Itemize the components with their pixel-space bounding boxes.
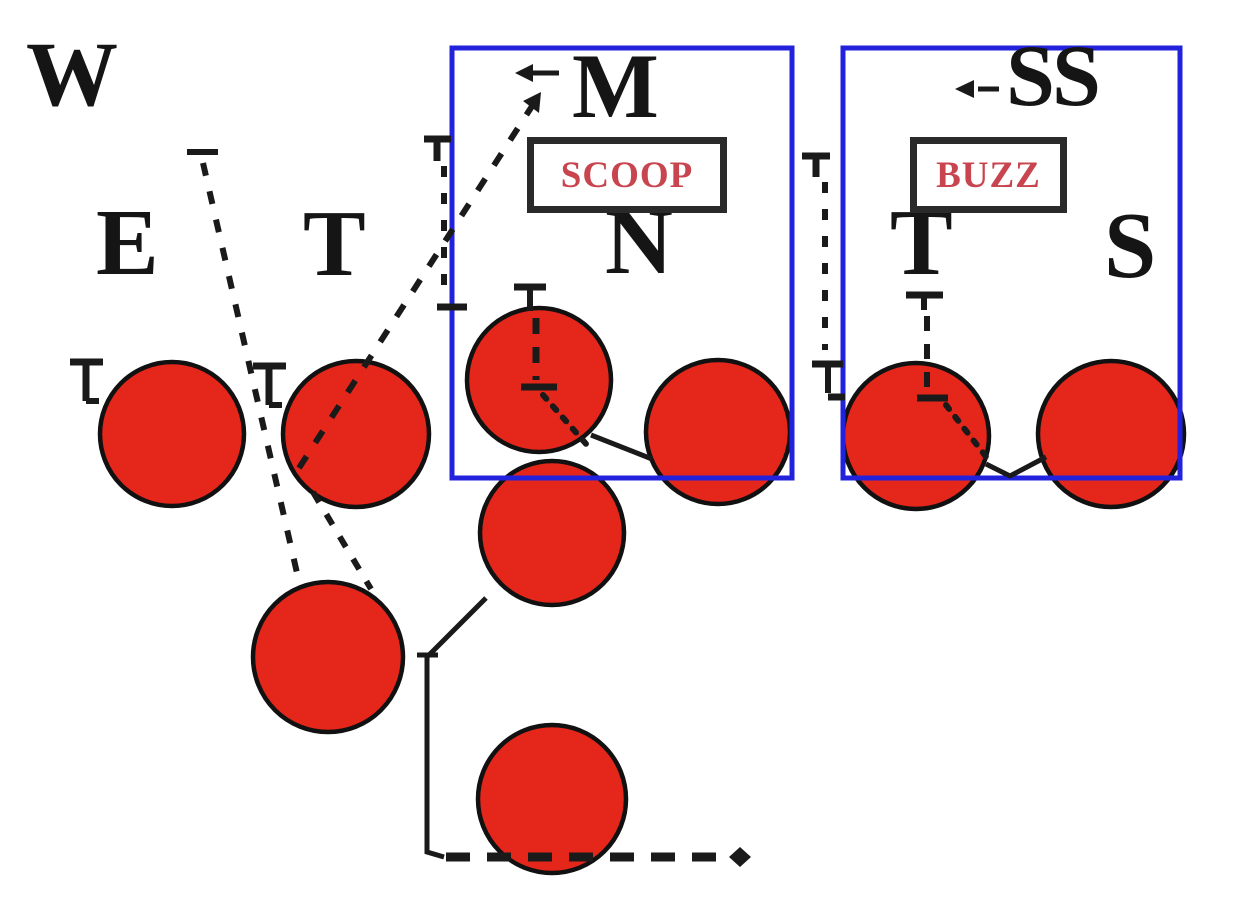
guard-to-halfback-dashed-line (310, 490, 374, 591)
strong-tackle-dotted-slant (943, 402, 994, 466)
handoff-path-arrow-icon (729, 847, 751, 867)
offense-lineman-circle-5 (840, 360, 992, 512)
scoop-zone-box (449, 45, 795, 481)
scoop-call-label: SCOOP (560, 154, 694, 196)
quarterback-circle (477, 458, 627, 608)
mike-motion-left-arrow-icon (515, 64, 533, 82)
buzz-call-box: BUZZ (910, 137, 1067, 213)
offense-lineman-circle-2 (280, 358, 432, 510)
block-connector-line-left (590, 432, 653, 462)
defender-end-label: E (96, 191, 159, 295)
offense-lineman-circle-4 (643, 357, 793, 507)
nose-dotted-slant (540, 392, 590, 448)
defender-sam-label: S (1104, 194, 1157, 298)
buzz-call-label: BUZZ (936, 154, 1041, 196)
backfield-path-diagonal (425, 596, 488, 659)
defender-mike-label: M (572, 35, 659, 137)
offense-lineman-circle-1 (97, 359, 247, 509)
offense-lineman-circle-6 (1035, 358, 1187, 510)
defender-will-label: W (26, 23, 118, 125)
defender-weak-tackle-label: T (303, 192, 366, 296)
block-connector-line-right (984, 454, 1048, 479)
ss-motion-left-arrow-icon (955, 80, 974, 98)
will-pursuit-dashed-line (200, 162, 303, 587)
fullback-circle (475, 722, 629, 876)
mike-pursuit-dashed-line (296, 98, 539, 470)
scoop-call-box: SCOOP (527, 137, 727, 213)
backfield-path-vertical (424, 654, 445, 860)
mike-pursuit-arrow-icon (523, 92, 541, 113)
defender-strong-safety-label: SS (1006, 28, 1101, 125)
halfback-circle (250, 579, 406, 735)
